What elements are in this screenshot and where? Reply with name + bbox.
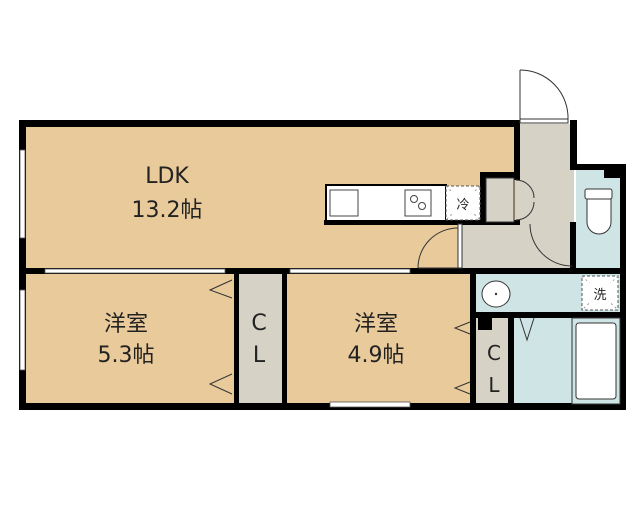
closet-1-l: L	[253, 343, 266, 368]
shoe-cabinet	[485, 177, 535, 223]
closet-door-marks	[208, 279, 471, 395]
closet-1-c: C	[251, 311, 266, 336]
kitchen-sink	[329, 189, 359, 217]
bath-door[interactable]	[519, 317, 535, 342]
entrance-floor	[516, 124, 574, 224]
western-room-1-size: 5.3帖	[98, 343, 155, 368]
toilet-door[interactable]	[529, 223, 573, 267]
closet-2-floor	[476, 316, 512, 404]
ldk-name: LDK	[145, 164, 189, 189]
bathtub	[571, 317, 621, 405]
closet-2-c: C	[487, 341, 501, 365]
western-room-2-name: 洋室	[354, 312, 398, 337]
closet-1-floor	[238, 272, 284, 404]
wash-basin	[478, 278, 578, 310]
western-room-2-size: 4.9帖	[348, 343, 405, 368]
western-room-2-floor	[286, 272, 474, 404]
kitchen-counter	[325, 184, 447, 222]
fridge-space: 冷	[445, 185, 481, 221]
ldk-size: 13.2帖	[132, 198, 203, 223]
washer-space: 洗	[581, 275, 619, 311]
toilet	[584, 188, 613, 235]
fridge-label: 冷	[456, 198, 469, 213]
windows	[19, 149, 411, 408]
washer-label: 洗	[593, 288, 606, 303]
ldk-door[interactable]	[417, 223, 463, 269]
stove	[404, 189, 432, 217]
closet-2-l: L	[488, 373, 500, 397]
western-room-1-floor	[24, 272, 238, 404]
hallway-floor	[460, 222, 576, 270]
western-room-1-name: 洋室	[104, 312, 148, 337]
entrance-door[interactable]	[519, 69, 569, 124]
